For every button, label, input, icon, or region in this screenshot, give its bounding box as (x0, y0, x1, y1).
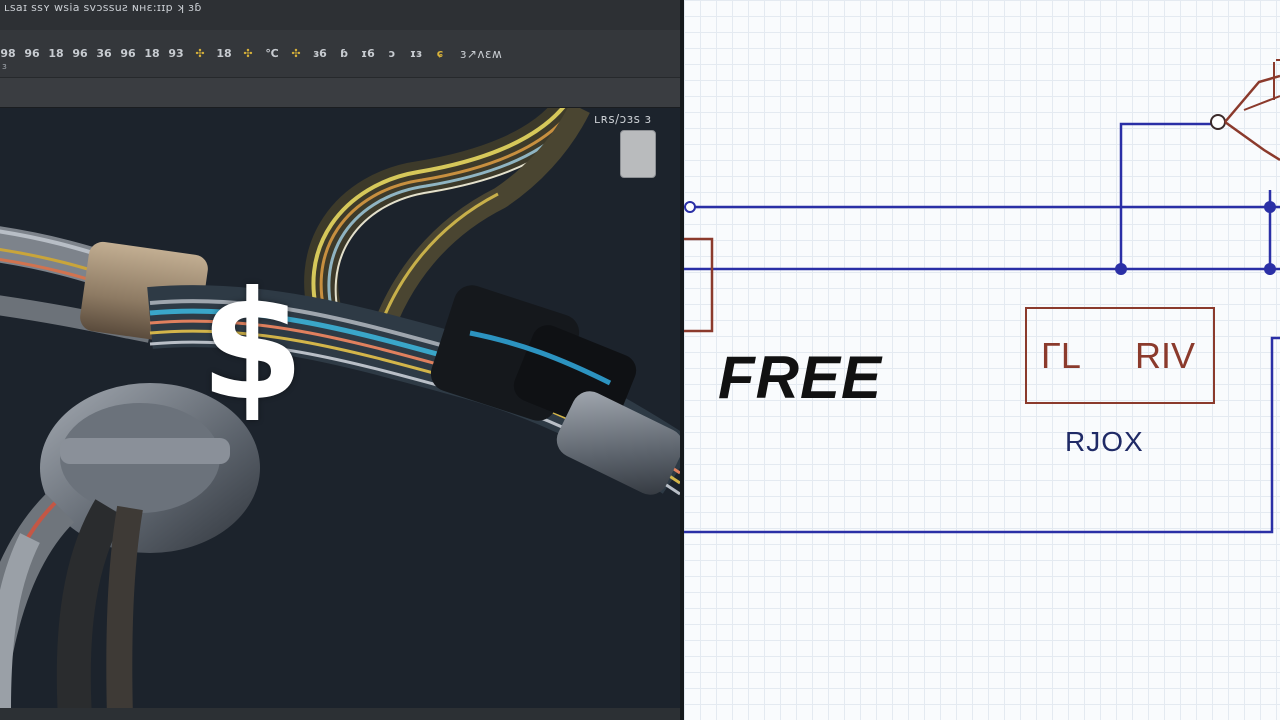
viewport-view-label: ʟʀs/ɔɜs ɜ (594, 112, 652, 126)
toolbar: 98 96 18 96 36 96 18 93 ✣ 18 ✣ ℃ ✣ ɜ6 ɓ … (0, 30, 680, 78)
toolbar-button-3[interactable]: 18 (48, 47, 64, 60)
free-overlay-text: FREE (718, 344, 883, 411)
wire-branch[interactable] (1119, 122, 1214, 269)
component-label-left: ΓL (1041, 335, 1081, 376)
component-label-right: RIV (1135, 335, 1196, 376)
toolbar-button-7[interactable]: 18 (144, 47, 160, 60)
viewport-header-bar (0, 78, 680, 108)
toolbar-button-8[interactable]: 93 (168, 47, 184, 60)
component-symbol-top-right[interactable] (1210, 59, 1280, 162)
black-connector-right (430, 285, 680, 495)
status-line: ɜ (2, 62, 7, 72)
schematic-wiring (684, 59, 1280, 534)
toolbar-button-14[interactable]: ɜ6 (313, 47, 327, 60)
harness-3d-window: ʟsaɪ ssʏ wsia svɔssuƨ ɴʜɛ:ɪɪp ʞ ɜɓ 98 96… (0, 0, 680, 720)
toolbar-button-13[interactable]: ✣ (291, 47, 301, 60)
wire-bottom[interactable] (684, 336, 1280, 534)
junction-node[interactable] (1264, 201, 1276, 213)
toolbar-button-6[interactable]: 96 (120, 47, 136, 60)
toolbar-button-15[interactable]: ɓ (340, 47, 348, 60)
bottom-status-strip (0, 708, 680, 720)
toolbar-button-1[interactable]: 98 (0, 47, 16, 60)
component-left-partial[interactable] (684, 237, 714, 333)
toolbar-button-2[interactable]: 96 (24, 47, 40, 60)
toolbar-button-5[interactable]: 36 (96, 47, 112, 60)
toolbar-button-16[interactable]: ɪ6 (361, 47, 375, 60)
toolbar-tail-text[interactable]: ɜ↗ʌɛʍ (460, 46, 503, 61)
pane-divider[interactable] (680, 0, 684, 720)
menu-bar[interactable]: ʟsaɪ ssʏ wsia svɔssuƨ ɴʜɛ:ɪɪp ʞ ɜɓ (0, 0, 680, 30)
schematic-sheet[interactable]: FREE ΓL RIV RJOX (684, 0, 1280, 720)
toolbar-button-18[interactable]: ɪɜ (410, 47, 422, 60)
relay-component-box[interactable]: ΓL RIV (1025, 307, 1215, 404)
toolbar-button-19[interactable]: ɕ (436, 47, 444, 60)
menu-bar-text[interactable]: ʟsaɪ ssʏ wsia svɔssuƨ ɴʜɛ:ɪɪp ʞ ɜɓ (4, 1, 202, 14)
toolbar-button-10[interactable]: 18 (216, 47, 232, 60)
toolbar-button-12[interactable]: ℃ (265, 47, 279, 60)
component-reference-label: RJOX (1065, 426, 1144, 457)
cable-bundle-lower (0, 493, 143, 708)
cable-bundle-upper (304, 108, 590, 342)
view-cube[interactable] (620, 130, 656, 178)
toolbar-button-9[interactable]: ✣ (195, 47, 205, 60)
cable-harness-render (0, 108, 680, 708)
toolbar-button-4[interactable]: 96 (72, 47, 88, 60)
dollar-sign-overlay: $ (200, 260, 305, 434)
terminal-left[interactable] (684, 201, 696, 213)
junction-node[interactable] (1264, 263, 1276, 275)
3d-viewport[interactable]: ʟʀs/ɔɜs ɜ (0, 108, 680, 708)
junction-node[interactable] (1115, 263, 1127, 275)
toolbar-button-17[interactable]: ɔ (388, 47, 396, 60)
toolbar-button-11[interactable]: ✣ (243, 47, 253, 60)
